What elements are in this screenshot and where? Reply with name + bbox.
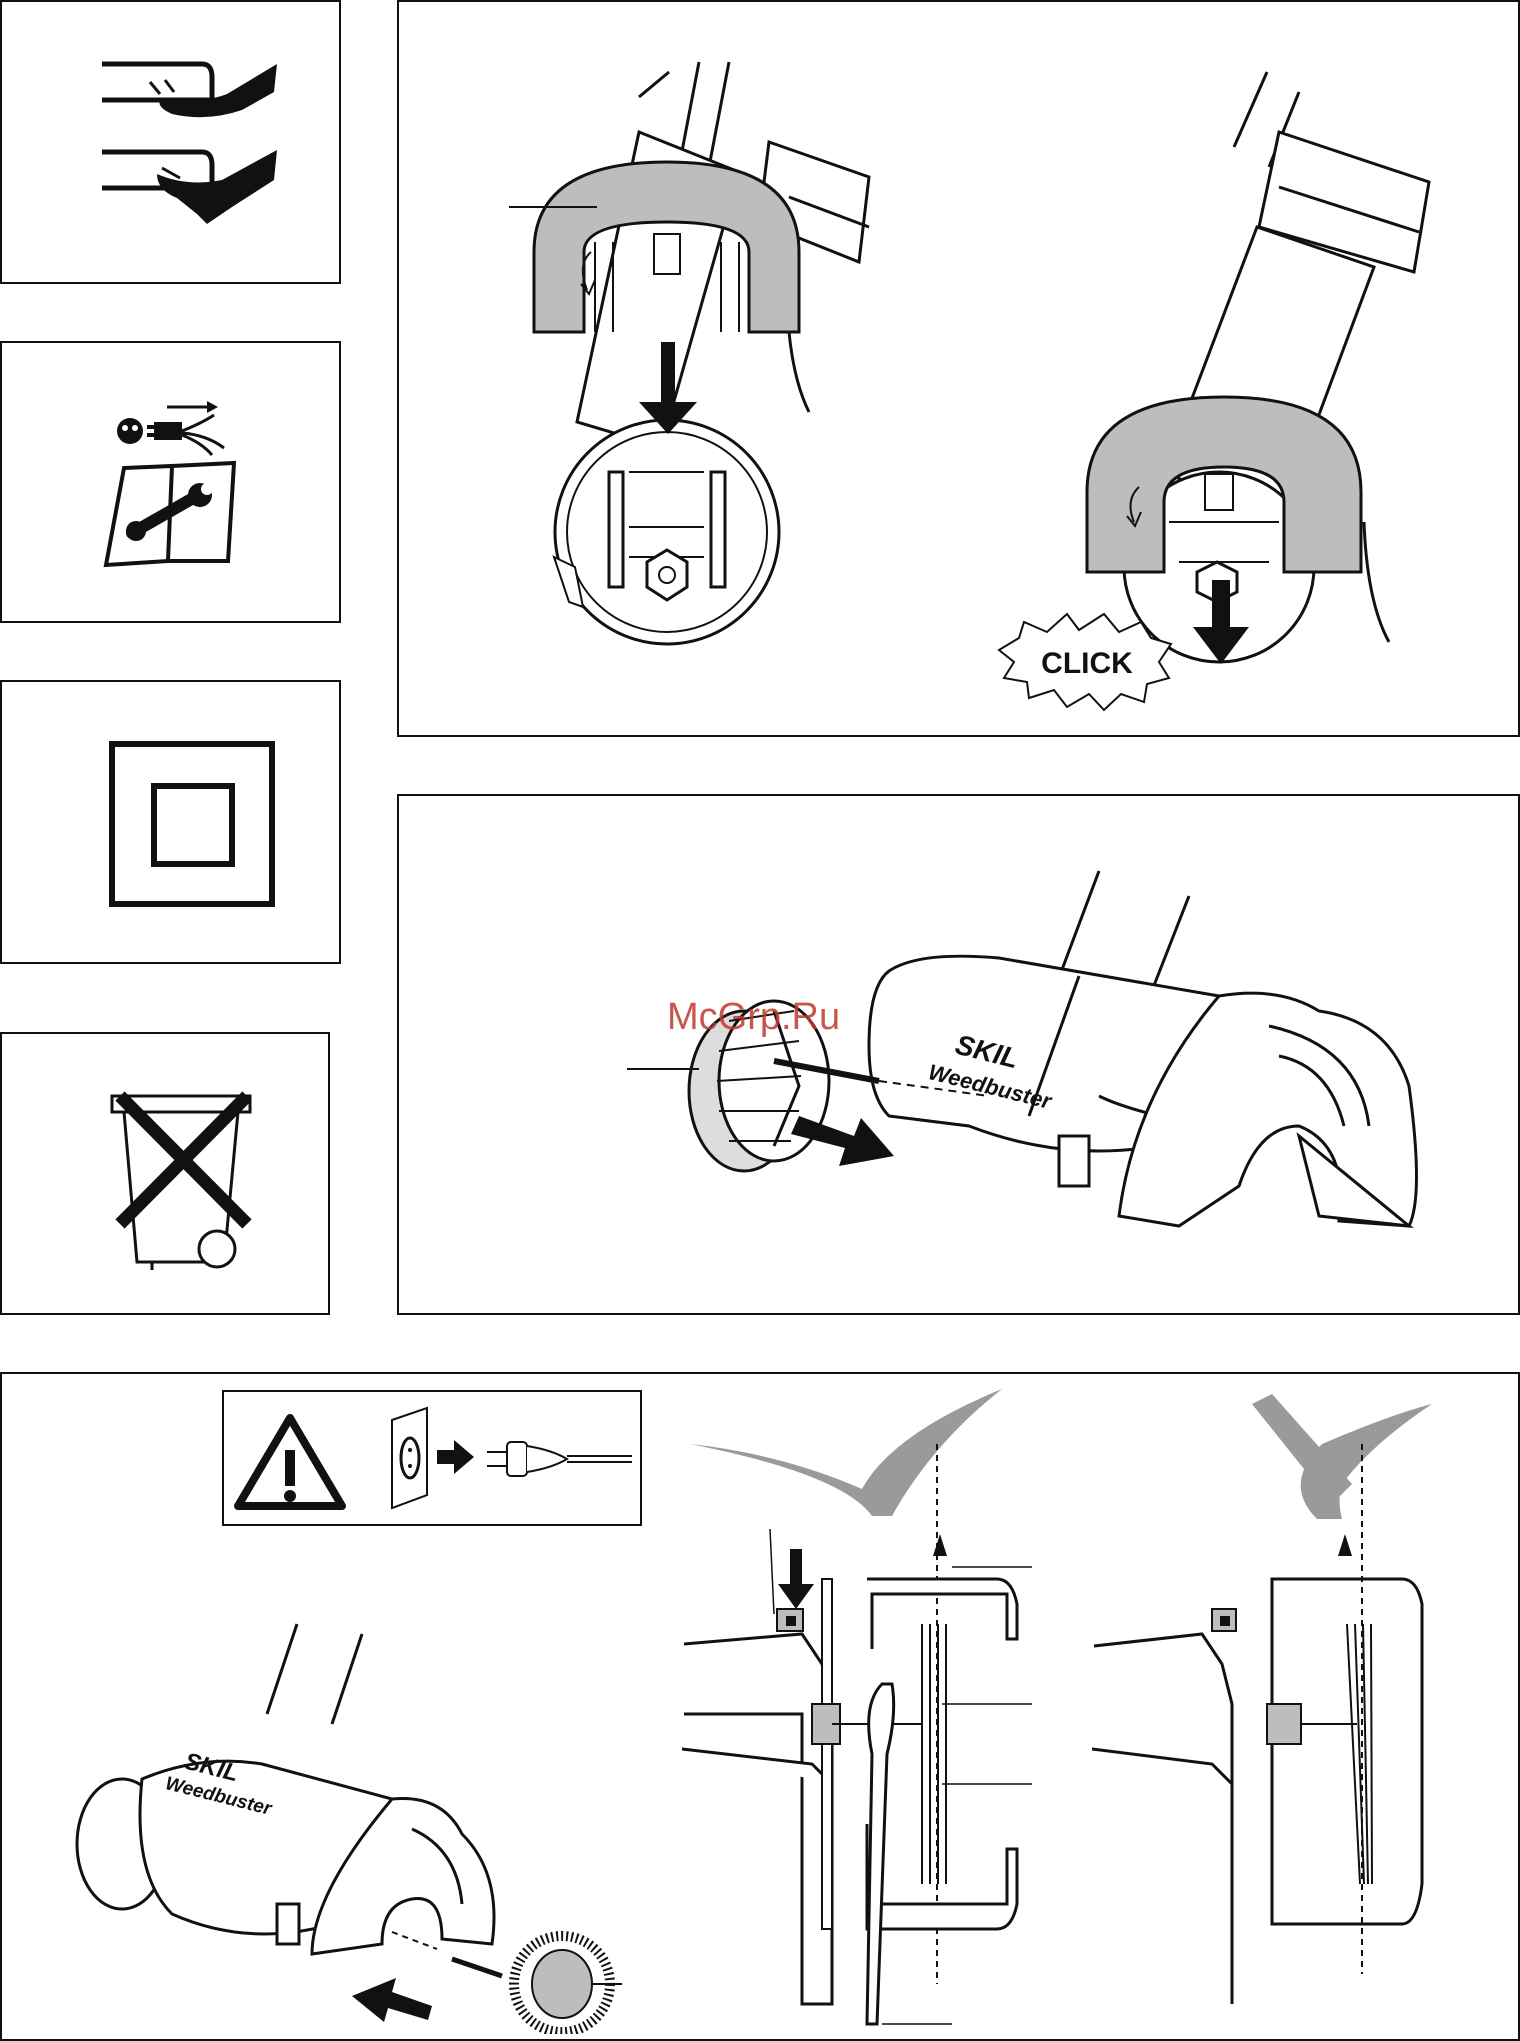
checkmark-icon	[690, 1389, 1002, 1516]
wall-socket-icon	[392, 1408, 427, 1508]
cross-mark-icon	[1252, 1394, 1432, 1519]
panel-spindle-nut: SKIL Weedbuster McGrp.Ru	[397, 794, 1520, 1315]
hand-pinch-icon	[2, 2, 341, 284]
double-insulation-icon	[2, 682, 341, 964]
panel-pinch-hazard	[0, 0, 341, 284]
guard-installation-illustration	[399, 2, 1520, 737]
panel-unplug-manual	[0, 341, 341, 623]
lock-button-icon[interactable]	[786, 1616, 796, 1626]
watermark: McGrp.Ru	[667, 996, 840, 1039]
click-label: CLICK	[1022, 647, 1152, 681]
brush-mounting-illustration	[62, 1614, 622, 2034]
correct-alignment-illustration	[682, 1384, 1062, 2034]
panel-weee	[0, 1032, 330, 1315]
panel-brush-assembly: SKIL Weedbuster	[0, 1372, 1520, 2041]
incorrect-alignment-illustration	[1092, 1384, 1512, 2034]
crossed-bin-icon	[2, 1034, 330, 1315]
panel-guard-installation: CLICK	[397, 0, 1520, 737]
panel-double-insulation	[0, 680, 341, 964]
unplug-warning-box	[222, 1390, 642, 1526]
unplug-read-manual-icon	[2, 343, 341, 623]
